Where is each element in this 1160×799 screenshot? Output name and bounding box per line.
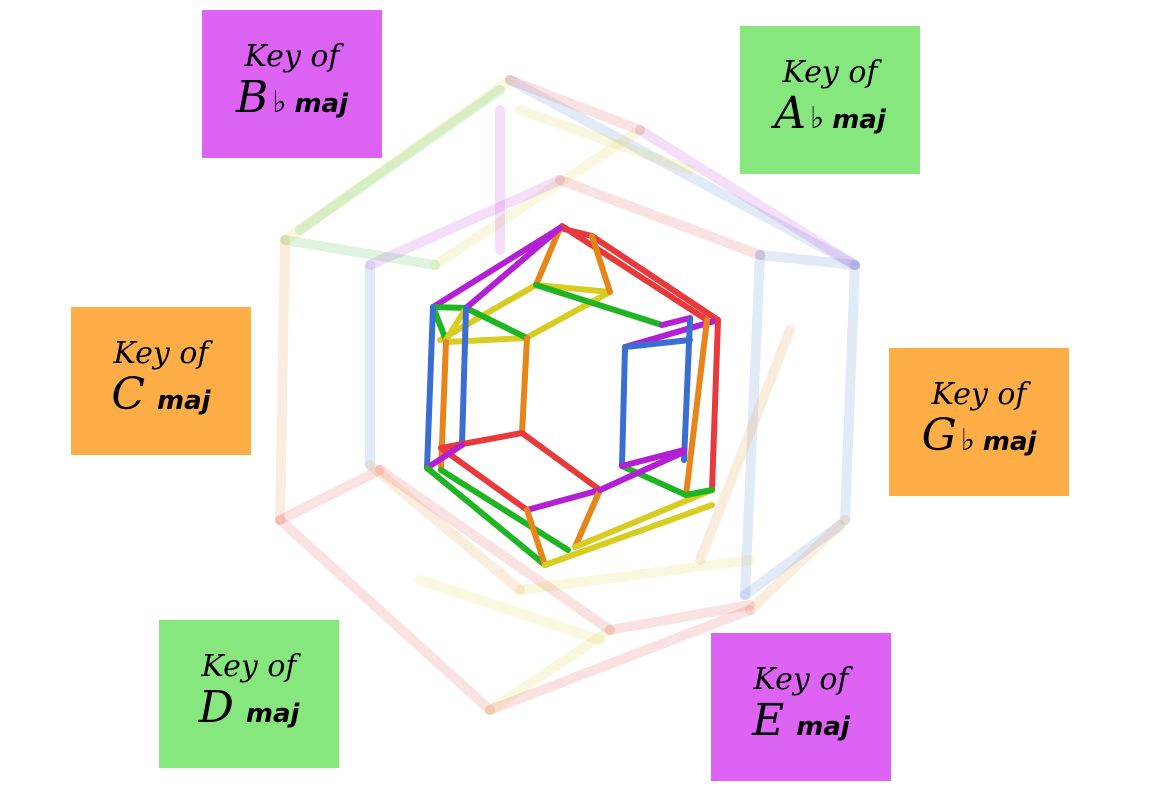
- wire-edge-38: [619, 463, 689, 498]
- wire-edge-11: [430, 304, 469, 311]
- key-note: B: [235, 72, 269, 123]
- key-note: A: [774, 88, 807, 139]
- key-mode: maj: [982, 427, 1037, 457]
- faint-edge-10: [740, 250, 765, 600]
- key-note: E: [752, 695, 785, 746]
- wire-edge-24: [681, 317, 693, 463]
- wire-edge-34: [524, 507, 548, 568]
- wire-edge-1: [589, 233, 721, 323]
- flat-symbol: ♭: [810, 101, 825, 136]
- faint-edge-8: [635, 125, 860, 270]
- faint-edge-4: [275, 515, 495, 715]
- wire-edge-40: [597, 449, 687, 493]
- wire-edge-13: [463, 305, 530, 341]
- faint-edge-23: [295, 85, 505, 235]
- wire-edge-33: [524, 487, 603, 513]
- wire-edge-22: [709, 317, 721, 493]
- key-card-caption: Key of: [113, 336, 209, 371]
- faint-edge-17: [430, 125, 645, 270]
- faint-edge-0: [505, 75, 860, 270]
- key-mode: maj: [832, 105, 886, 135]
- key-note: D: [198, 682, 234, 733]
- wire-edge-29: [438, 445, 530, 513]
- faint-edge-3: [485, 605, 755, 715]
- faint-background-wireframe: [275, 75, 860, 715]
- faint-edge-2: [745, 515, 850, 615]
- faint-edge-7: [505, 75, 645, 135]
- key-mode: maj: [157, 386, 211, 416]
- faint-edge-25: [695, 325, 795, 565]
- wire-edge-8: [589, 233, 613, 295]
- wire-edge-27: [438, 430, 525, 451]
- key-card-caption: Key of: [782, 55, 878, 90]
- faint-edge-12: [485, 625, 615, 715]
- wire-edge-28: [519, 430, 603, 493]
- faint-edge-20: [555, 175, 765, 260]
- faint-edge-22: [515, 555, 755, 595]
- faint-edge-14: [275, 465, 385, 525]
- key-note: C: [111, 369, 146, 420]
- key-card-caption: Key of: [201, 649, 297, 684]
- wire-edge-26: [622, 337, 693, 350]
- flat-symbol: ♭: [960, 423, 975, 458]
- wire-edge-6: [523, 289, 613, 341]
- key-mode: maj: [245, 699, 300, 729]
- wire-edge-21: [519, 335, 530, 436]
- faint-edge-15: [375, 465, 615, 635]
- wire-edge-2: [559, 223, 710, 323]
- wire-edge-39: [619, 447, 687, 469]
- key-card-caption: Key of: [931, 377, 1027, 412]
- wire-edge-25: [619, 344, 628, 469]
- key-card-a-flat-major: Key of A ♭ maj: [740, 26, 920, 174]
- key-mode: maj: [796, 712, 850, 742]
- key-card-caption: Key of: [244, 39, 340, 74]
- wire-edge-15: [463, 225, 563, 311]
- faint-edge-6: [280, 75, 515, 245]
- wire-edge-10: [533, 282, 665, 328]
- key-card-d-major: Key of D maj: [159, 620, 339, 768]
- faint-edge-26: [515, 105, 695, 175]
- faint-edge-9: [755, 250, 860, 270]
- wire-edge-37: [542, 502, 715, 568]
- wire-edge-41: [683, 487, 715, 498]
- wire-edge-9: [533, 225, 563, 288]
- wire-edge-18: [424, 304, 436, 471]
- key-note: G: [921, 410, 957, 461]
- key-card-b-flat-major: Key of B ♭ maj: [202, 10, 382, 158]
- key-card-e-major: Key of E maj: [711, 633, 891, 781]
- faint-edge-1: [840, 260, 860, 525]
- wire-edge-4: [437, 282, 539, 343]
- front-wireframe: [424, 223, 721, 568]
- wire-edge-35: [572, 487, 603, 550]
- key-mode: maj: [294, 89, 349, 119]
- faint-edge-21: [365, 460, 525, 595]
- faint-edge-19: [365, 175, 565, 270]
- wire-edge-31: [424, 465, 548, 568]
- faint-edge-5: [275, 235, 290, 525]
- wire-edge-14: [443, 305, 469, 343]
- key-card-g-flat-major: Key of G ♭ maj: [889, 348, 1069, 496]
- wire-edge-3: [430, 225, 563, 310]
- flat-symbol: ♭: [272, 85, 287, 120]
- faint-edge-24: [415, 575, 605, 645]
- wire-edge-23: [683, 317, 710, 498]
- wire-edge-30: [424, 442, 465, 471]
- wire-edge-17: [659, 315, 693, 328]
- faint-edge-16: [280, 235, 440, 270]
- faint-edge-11: [740, 520, 845, 600]
- wire-edge-7: [443, 335, 529, 345]
- wire-edge-19: [459, 305, 469, 448]
- wire-edge-36: [572, 487, 715, 550]
- faint-edge-13: [605, 600, 755, 635]
- wire-edge-32: [438, 467, 571, 553]
- key-card-c-major: Key of C maj: [71, 307, 251, 455]
- key-card-caption: Key of: [753, 662, 849, 697]
